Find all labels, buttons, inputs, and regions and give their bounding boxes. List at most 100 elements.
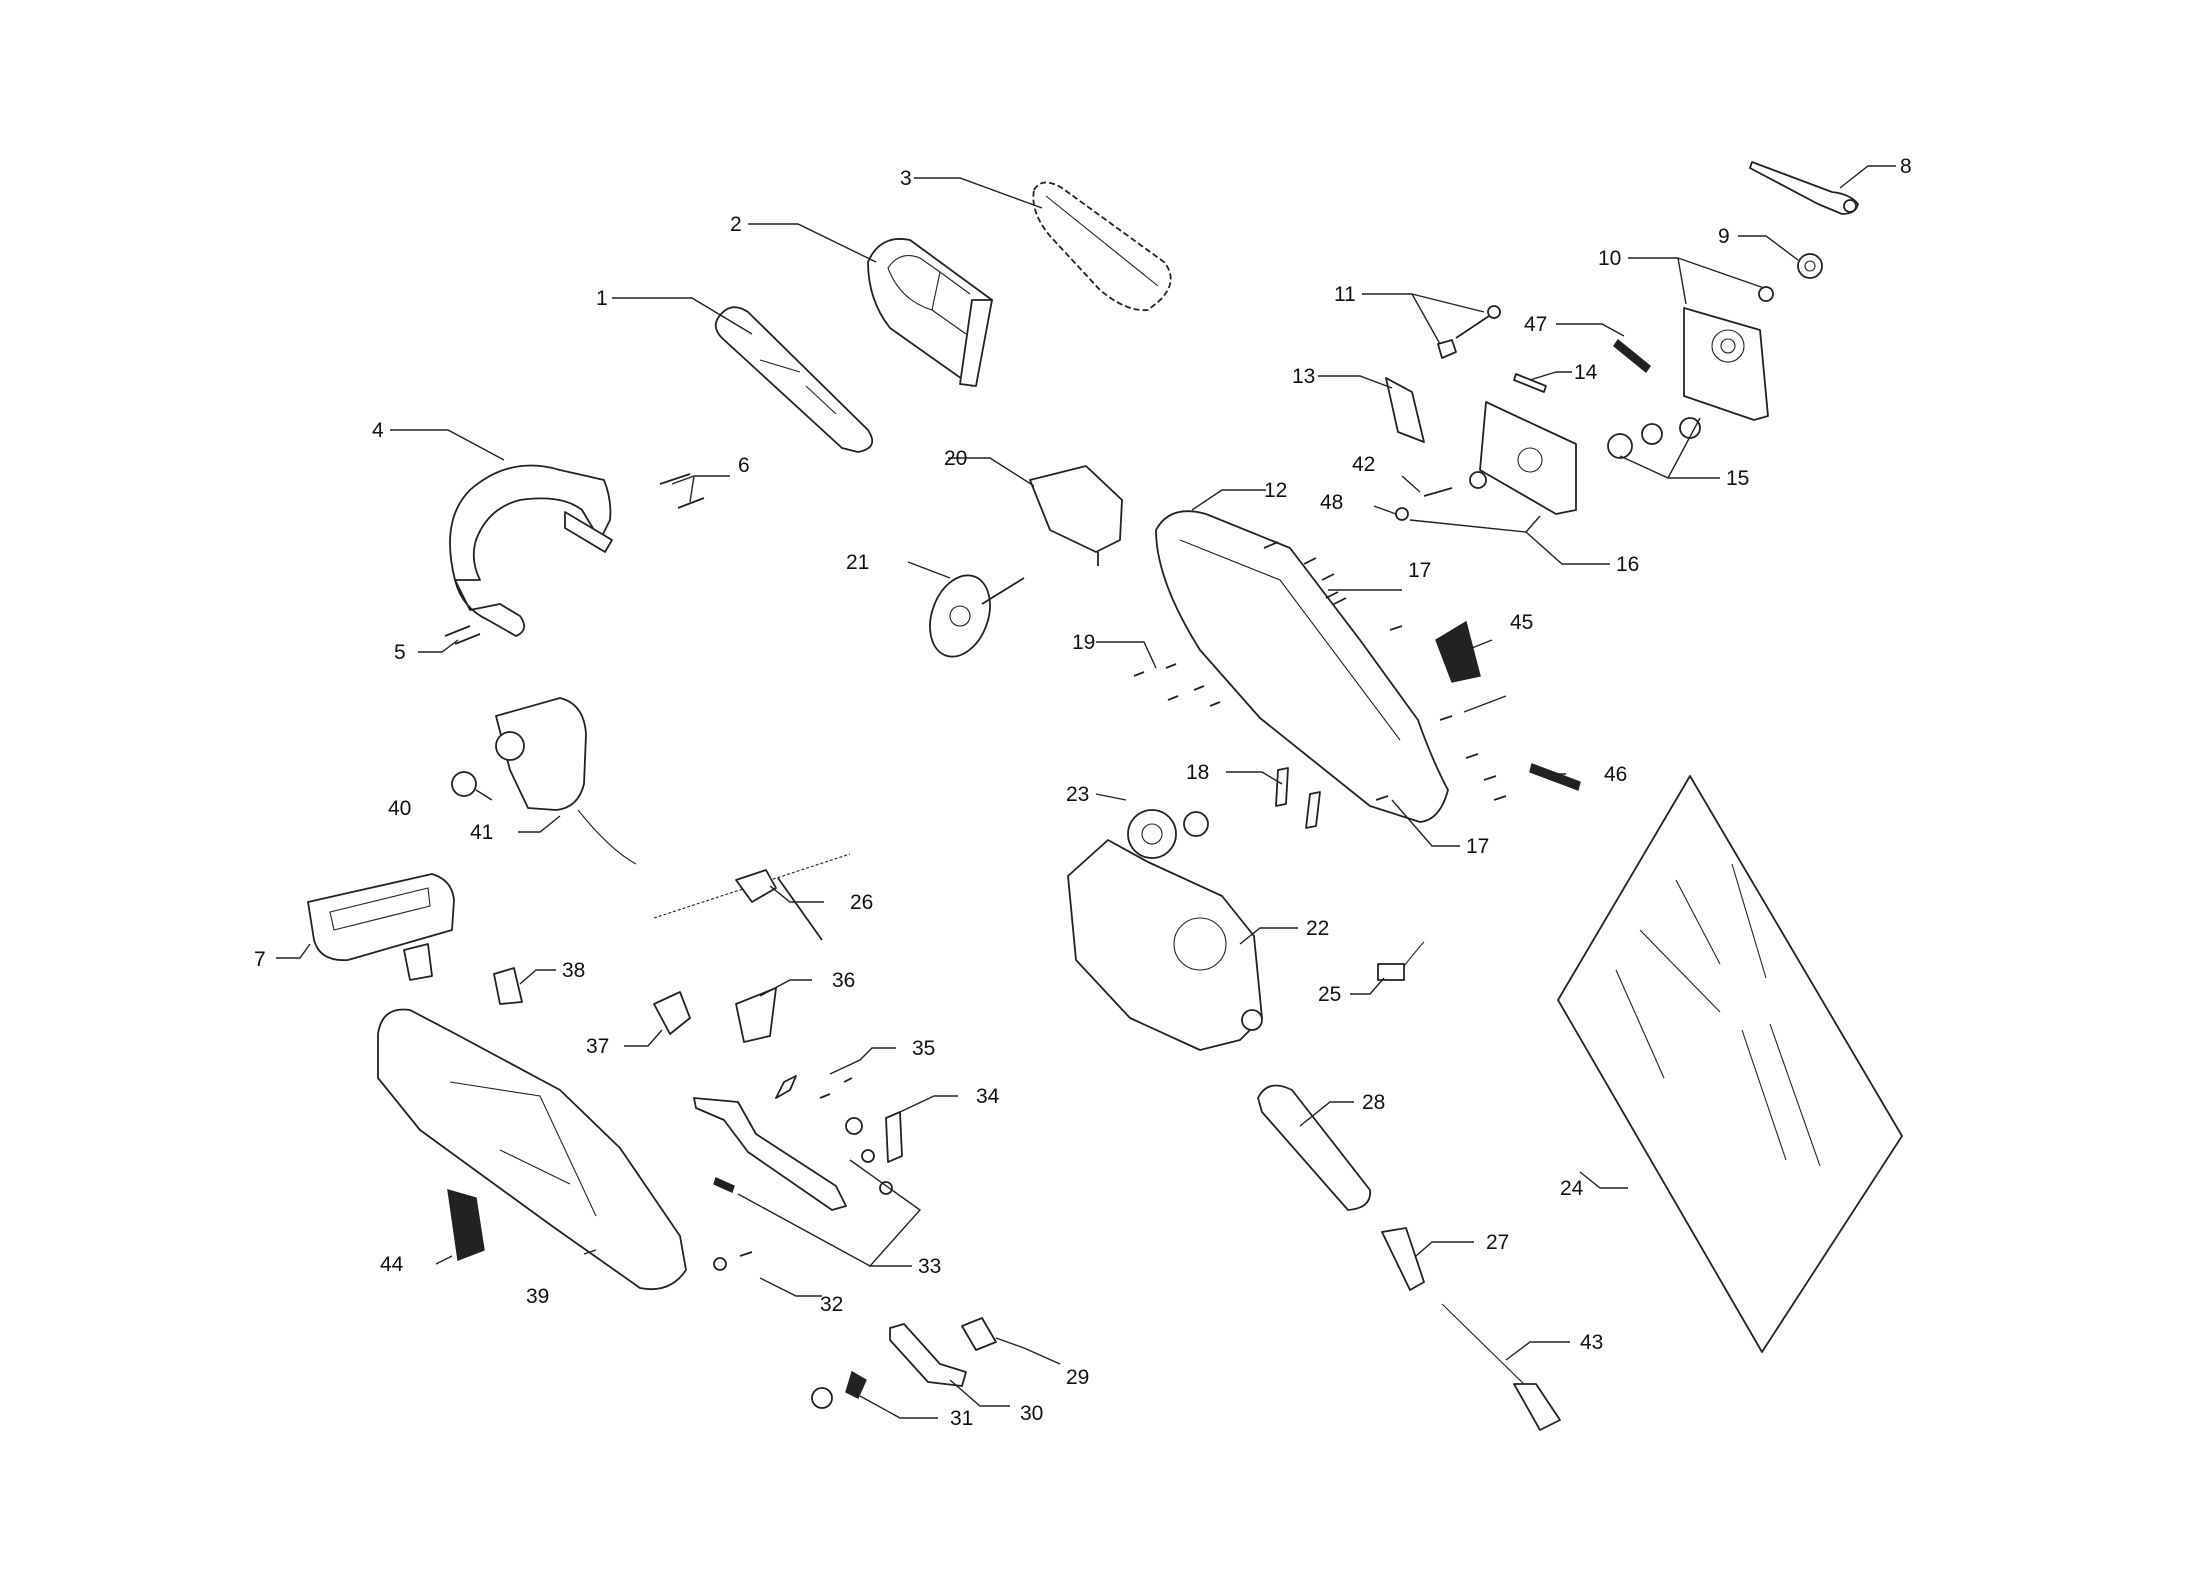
- part-wrench: [1749, 161, 1859, 215]
- callout-31: 31: [950, 1407, 973, 1430]
- part-strain-relief: [1381, 1227, 1425, 1291]
- callout-7: 7: [254, 948, 266, 971]
- part-saw-chain: [1032, 181, 1172, 312]
- callout-32: 32: [820, 1293, 843, 1316]
- callout-14: 14: [1574, 361, 1598, 384]
- callout-29: 29: [1066, 1366, 1089, 1389]
- part-pin-14: [1513, 373, 1547, 393]
- callout-6-top: 6: [738, 454, 750, 477]
- part-screws-6-body: [1439, 715, 1507, 801]
- callout-25: 25: [1318, 983, 1341, 1006]
- callout-2: 2: [730, 213, 742, 236]
- part-35: [775, 1075, 853, 1099]
- callout-24: 24: [1560, 1177, 1584, 1200]
- callout-17-bottom: 17: [1466, 835, 1489, 858]
- callout-40: 40: [388, 797, 411, 820]
- callout-43: 43: [1580, 1331, 1603, 1354]
- part-housing-half: [1155, 510, 1449, 823]
- part-spring-47: [1613, 338, 1651, 374]
- part-plug-cable: [1441, 1303, 1561, 1431]
- part-32: [713, 1251, 753, 1271]
- callout-10: 10: [1598, 247, 1621, 270]
- part-armature: [929, 574, 1025, 658]
- callout-19: 19: [1072, 631, 1095, 654]
- part-34: [845, 1111, 903, 1163]
- part-plate-13: [1385, 377, 1425, 443]
- part-nut-9: [1797, 253, 1823, 279]
- callout-38: 38: [562, 959, 585, 982]
- part-36: [735, 987, 777, 1043]
- callout-22: 22: [1306, 917, 1329, 940]
- callout-20: 20: [944, 447, 967, 470]
- part-guide-bar: [714, 306, 874, 453]
- part-bracket-30: [889, 1323, 967, 1387]
- part-cable-kit: [1557, 775, 1903, 1353]
- part-label-44: [447, 1189, 485, 1261]
- part-gear-23: [1127, 809, 1209, 859]
- part-label-45: [1435, 620, 1481, 683]
- part-bar-scabbard: [867, 238, 993, 387]
- callout-26: 26: [850, 891, 873, 914]
- part-rear-switch-41: [495, 697, 637, 865]
- callout-45: 45: [1510, 611, 1533, 634]
- callout-23: 23: [1066, 783, 1089, 806]
- part-tension-screw: [1437, 305, 1501, 359]
- part-bracket-20: [1029, 465, 1123, 566]
- callout-17-top: 17: [1408, 559, 1431, 582]
- part-screws-17: [1263, 541, 1403, 801]
- part-switch-29: [961, 1317, 997, 1351]
- callout-35: 35: [912, 1037, 935, 1060]
- callout-44: 44: [380, 1253, 404, 1276]
- callout-28: 28: [1362, 1091, 1385, 1114]
- part-sprocket-15: [1607, 417, 1701, 459]
- callout-1: 1: [596, 287, 608, 310]
- part-housing-39: [377, 1008, 687, 1291]
- callout-37: 37: [586, 1035, 609, 1058]
- callout-42: 42: [1352, 453, 1375, 476]
- part-bolt-42: [1423, 471, 1487, 497]
- callout-46: 46: [1604, 763, 1627, 786]
- part-label-46: [1529, 763, 1581, 791]
- callout-39: 39: [526, 1285, 549, 1308]
- callout-27: 27: [1486, 1231, 1509, 1254]
- part-sprocket-cover: [1683, 286, 1774, 421]
- part-capacitor-25: [1377, 941, 1425, 981]
- callout-11: 11: [1334, 283, 1356, 306]
- callout-21: 21: [846, 551, 869, 574]
- part-sleeve-28: [1257, 1084, 1371, 1211]
- callout-5: 5: [394, 641, 406, 664]
- callout-34: 34: [976, 1085, 1000, 1108]
- callout-30: 30: [1020, 1402, 1043, 1425]
- callout-labels: 1 2 3 4 5 6 7 8 9 10 11 12 13 14 15 16 1…: [254, 155, 1912, 1430]
- part-38: [493, 967, 523, 1005]
- leader-lines: [276, 165, 1896, 1419]
- callout-12: 12: [1264, 479, 1287, 502]
- callout-36: 36: [832, 969, 855, 992]
- part-sprocket-plate: [1479, 401, 1577, 515]
- callout-48: 48: [1320, 491, 1343, 514]
- part-screws-5: [444, 625, 481, 645]
- callout-47: 47: [1524, 313, 1547, 336]
- callout-9: 9: [1718, 225, 1730, 248]
- part-37: [653, 991, 691, 1035]
- callout-15: 15: [1726, 467, 1749, 490]
- part-lever-33: [693, 1097, 893, 1211]
- part-clips-18: [1275, 767, 1321, 829]
- part-chain-guard: [307, 873, 455, 981]
- callout-13: 13: [1292, 365, 1315, 388]
- part-front-handle: [449, 464, 613, 637]
- callout-41: 41: [470, 821, 493, 844]
- part-screws-19: [1133, 663, 1221, 707]
- callout-8: 8: [1900, 155, 1912, 178]
- part-screws-6-top: [659, 473, 705, 509]
- callout-4: 4: [372, 419, 384, 442]
- callout-33: 33: [918, 1255, 941, 1278]
- callout-3: 3: [900, 167, 912, 190]
- part-switch-rod: [653, 853, 851, 941]
- callout-18: 18: [1186, 761, 1209, 784]
- callout-16: 16: [1616, 553, 1639, 576]
- part-knob-40: [451, 771, 477, 797]
- part-washer-48: [1395, 507, 1409, 521]
- part-motor: [1067, 839, 1263, 1051]
